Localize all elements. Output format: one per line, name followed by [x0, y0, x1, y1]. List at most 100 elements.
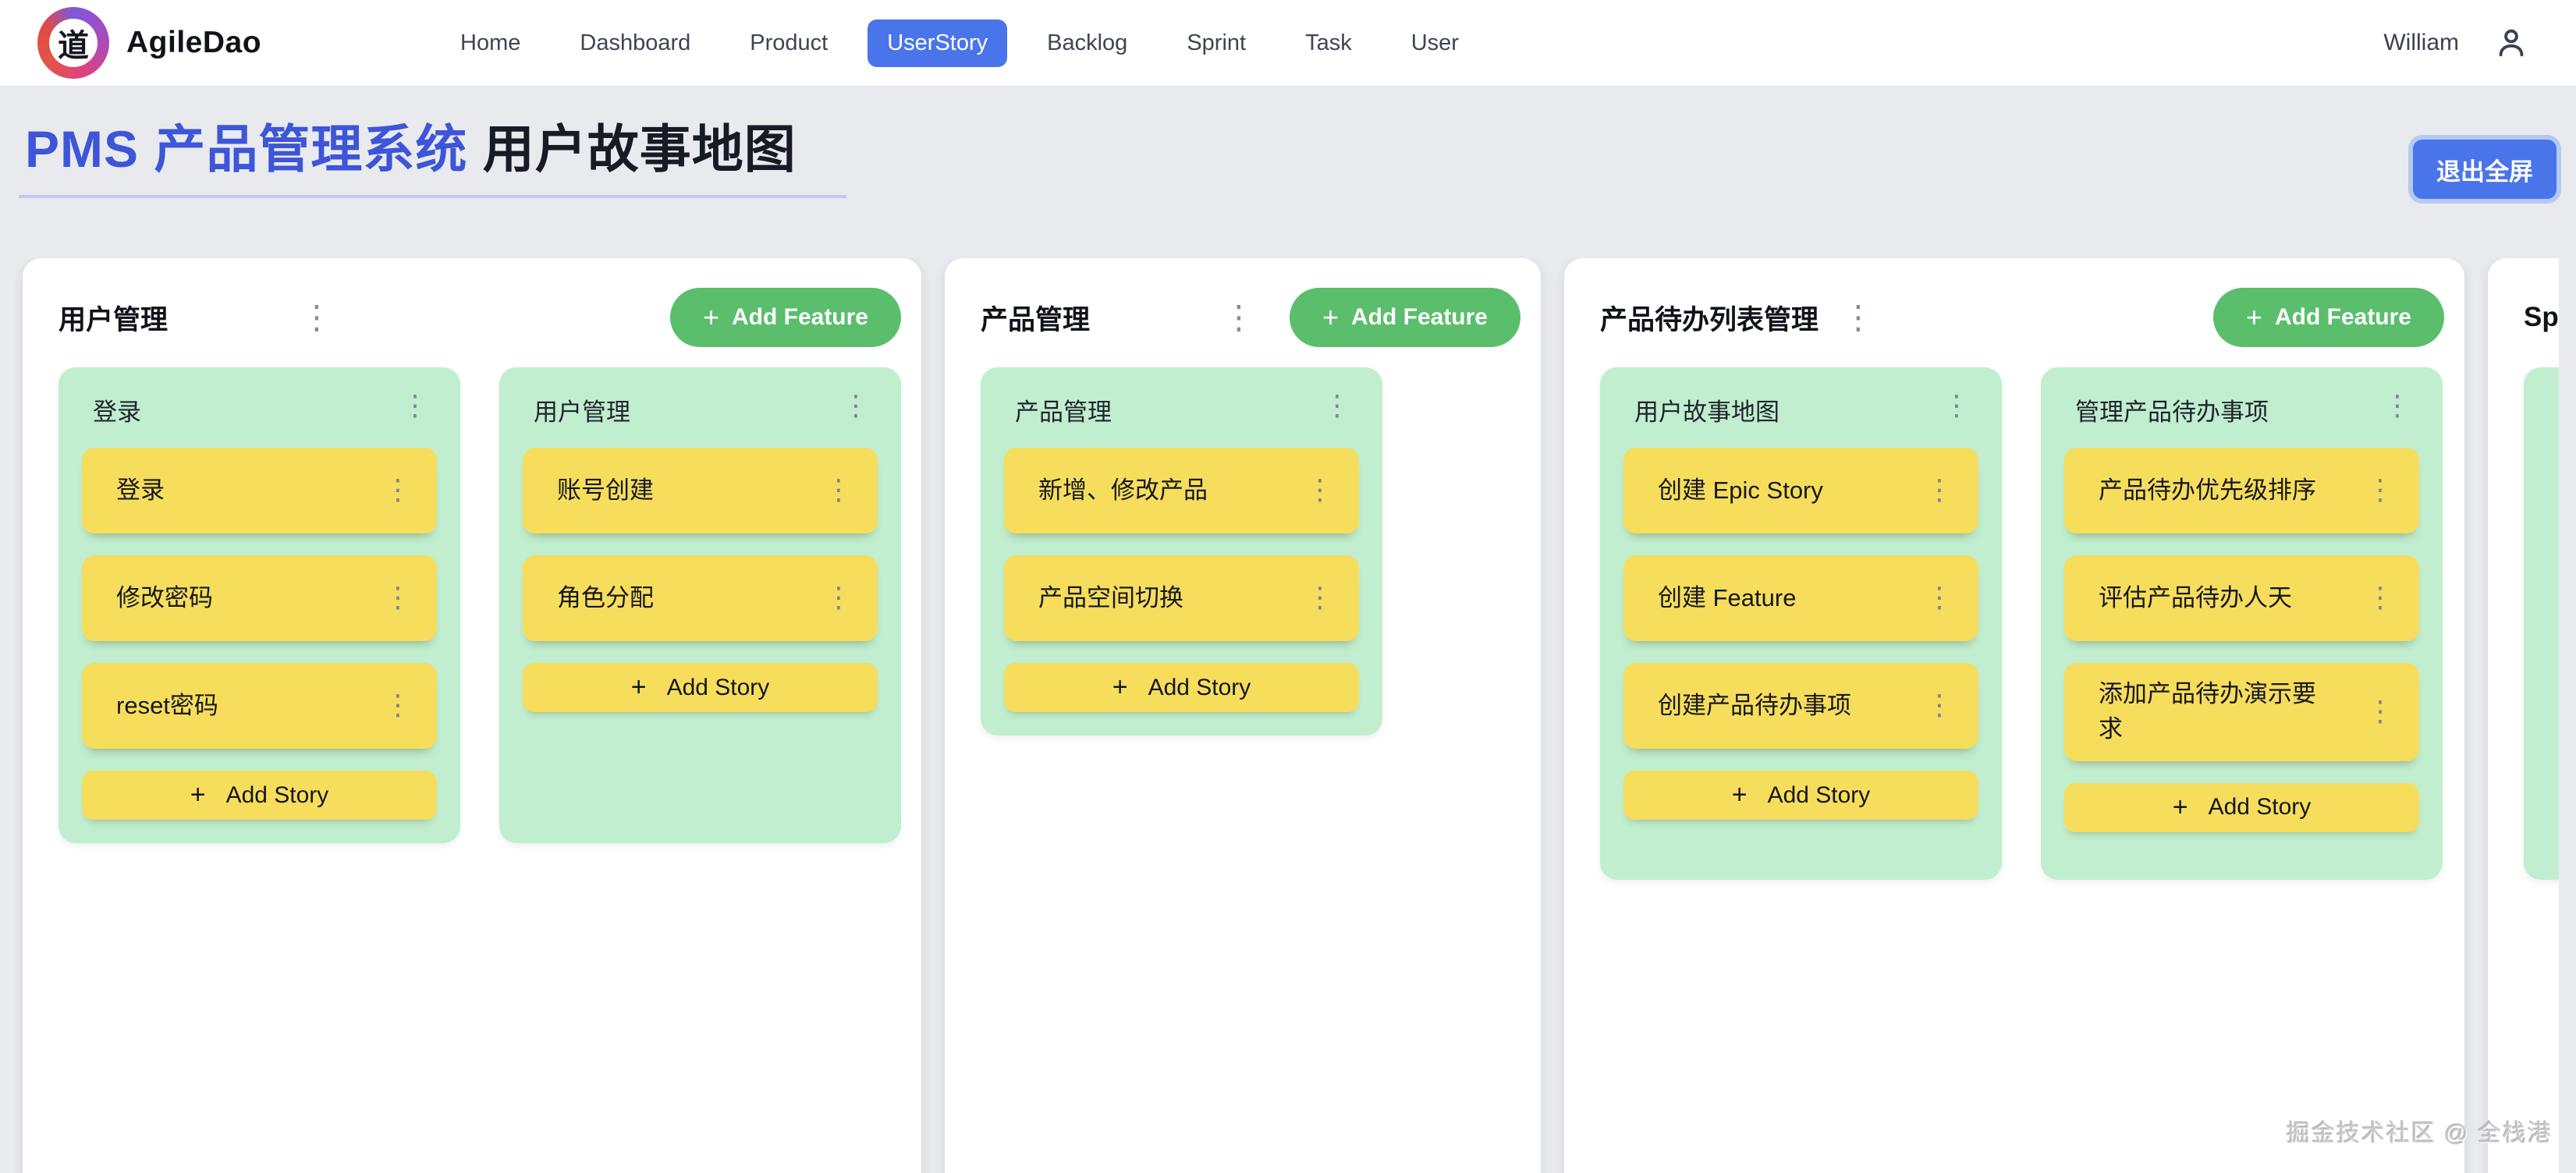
- story-kebab-menu-icon[interactable]: ⋮: [1925, 474, 1953, 506]
- stories-list: 创建 Epic Story ⋮ 创建 Feature ⋮ 创建产品待办事项 ⋮ …: [1623, 448, 1978, 820]
- add-feature-button[interactable]: + Add Feature: [669, 288, 901, 347]
- add-story-button[interactable]: + Add Story: [1623, 771, 1978, 820]
- story-card[interactable]: 创建 Feature ⋮: [1623, 555, 1978, 641]
- add-story-button[interactable]: + Add Story: [1004, 663, 1359, 712]
- story-map-board: 用户管理 ⋮ + Add Feature 登录 ⋮ 登录 ⋮ 修改密码 ⋮ re…: [0, 258, 2559, 1173]
- story-card[interactable]: 新增、修改产品 ⋮: [1004, 448, 1359, 533]
- nav-item-dashboard[interactable]: Dashboard: [560, 19, 710, 67]
- board-clip: 用户管理 ⋮ + Add Feature 登录 ⋮ 登录 ⋮ 修改密码 ⋮ re…: [0, 258, 2559, 1173]
- story-title: 评估产品待办人天: [2099, 583, 2292, 611]
- nav-item-sprint[interactable]: Sprint: [1167, 19, 1265, 67]
- feature-group: ⋮: [2524, 367, 2559, 880]
- stories-list: 新增、修改产品 ⋮ 产品空间切换 ⋮ + Add Story: [1004, 448, 1359, 712]
- brand[interactable]: 道 AgileDao: [37, 7, 261, 79]
- feature-group: 用户管理 ⋮ 账号创建 ⋮ 角色分配 ⋮ + Add Story: [499, 367, 901, 843]
- page-title-secondary: 用户故事地图: [482, 120, 797, 178]
- story-card[interactable]: 评估产品待办人天 ⋮: [2064, 555, 2419, 641]
- story-card[interactable]: 角色分配 ⋮: [523, 555, 878, 641]
- add-feature-label: Add Feature: [1350, 304, 1488, 330]
- story-card[interactable]: 产品待办优先级排序 ⋮: [2064, 448, 2419, 533]
- epic-header: 产品待办列表管理 ⋮ + Add Feature: [1600, 288, 2444, 347]
- story-card[interactable]: 登录 ⋮: [82, 448, 437, 533]
- story-kebab-menu-icon[interactable]: ⋮: [2366, 474, 2394, 506]
- epic-card: 产品待办列表管理 ⋮ + Add Feature 用户故事地图 ⋮ 创建 Epi…: [1564, 258, 2464, 1173]
- epic-kebab-menu-icon[interactable]: ⋮: [1222, 298, 1255, 336]
- story-kebab-menu-icon[interactable]: ⋮: [1925, 582, 1953, 614]
- nav-item-product[interactable]: Product: [730, 19, 847, 67]
- feature-header: 产品管理 ⋮: [1004, 385, 1359, 427]
- story-card[interactable]: 创建产品待办事项 ⋮: [1623, 663, 1978, 749]
- add-story-button[interactable]: + Add Story: [2064, 782, 2419, 832]
- epic-header: Sp ⋮ + Add Feature: [2524, 288, 2559, 347]
- story-card[interactable]: reset密码 ⋮: [82, 663, 437, 749]
- epic-title: 用户管理: [59, 304, 169, 335]
- add-story-label: Add Story: [666, 674, 770, 700]
- feature-header: 登录 ⋮: [82, 385, 437, 427]
- story-kebab-menu-icon[interactable]: ⋮: [1306, 582, 1334, 614]
- feature-kebab-menu-icon[interactable]: ⋮: [401, 390, 429, 422]
- story-kebab-menu-icon[interactable]: ⋮: [1306, 474, 1334, 506]
- nav-item-task[interactable]: Task: [1286, 19, 1371, 67]
- story-kebab-menu-icon[interactable]: ⋮: [384, 474, 412, 506]
- feature-header: 用户管理 ⋮: [523, 385, 878, 427]
- story-kebab-menu-icon[interactable]: ⋮: [1925, 689, 1953, 721]
- story-card[interactable]: 创建 Epic Story ⋮: [1623, 448, 1978, 533]
- page-title-primary: PMS 产品管理系统: [25, 120, 468, 178]
- story-kebab-menu-icon[interactable]: ⋮: [825, 474, 853, 506]
- story-kebab-menu-icon[interactable]: ⋮: [384, 689, 412, 721]
- story-card[interactable]: 产品空间切换 ⋮: [1004, 555, 1359, 641]
- feature-kebab-menu-icon[interactable]: ⋮: [1323, 390, 1351, 422]
- navbar: 道 AgileDao Home Dashboard Product UserStory…: [0, 0, 2576, 87]
- story-title: 产品待办优先级排序: [2099, 476, 2316, 504]
- plus-icon: +: [1112, 672, 1128, 702]
- epic-title: 产品待办列表管理: [1600, 304, 1819, 335]
- feature-groups-row: 用户故事地图 ⋮ 创建 Epic Story ⋮ 创建 Feature ⋮ 创建…: [1600, 367, 2444, 880]
- add-feature-button[interactable]: + Add Feature: [1289, 288, 1520, 347]
- feature-title: 登录: [93, 399, 141, 426]
- nav-item-userstory[interactable]: UserStory: [868, 19, 1008, 67]
- feature-title: 用户故事地图: [1634, 399, 1779, 426]
- feature-title: 管理产品待办事项: [2075, 399, 2269, 426]
- feature-header: 用户故事地图 ⋮: [1623, 385, 1978, 427]
- feature-header: 管理产品待办事项 ⋮: [2064, 385, 2419, 427]
- epic-kebab-menu-icon[interactable]: ⋮: [300, 298, 333, 336]
- plus-icon: +: [190, 780, 206, 810]
- page-title: PMS 产品管理系统 用户故事地图: [19, 120, 846, 198]
- logo-character: 道: [49, 19, 98, 67]
- plus-icon: +: [2172, 792, 2188, 822]
- story-kebab-menu-icon[interactable]: ⋮: [2366, 695, 2394, 728]
- exit-fullscreen-button[interactable]: 退出全屏: [2413, 140, 2556, 199]
- plus-icon: +: [630, 672, 647, 702]
- feature-title: 用户管理: [534, 399, 630, 426]
- add-feature-label: Add Feature: [731, 304, 868, 330]
- story-card[interactable]: 添加产品待办演示要求 ⋮: [2064, 663, 2419, 761]
- feature-kebab-menu-icon[interactable]: ⋮: [2383, 390, 2411, 422]
- story-title: reset密码: [116, 691, 218, 719]
- add-story-button[interactable]: + Add Story: [523, 663, 878, 712]
- story-title: 创建 Epic Story: [1658, 476, 1823, 504]
- story-kebab-menu-icon[interactable]: ⋮: [2366, 582, 2394, 614]
- story-title: 登录: [116, 476, 165, 504]
- feature-header: ⋮: [2547, 385, 2559, 420]
- add-story-button[interactable]: + Add Story: [82, 771, 437, 820]
- user-profile-icon[interactable]: [2493, 25, 2529, 61]
- feature-group: 用户故事地图 ⋮ 创建 Epic Story ⋮ 创建 Feature ⋮ 创建…: [1600, 367, 2002, 880]
- add-story-label: Add Story: [1148, 674, 1251, 700]
- brand-name: AgileDao: [126, 26, 262, 59]
- add-story-label: Add Story: [225, 781, 329, 808]
- nav-item-backlog[interactable]: Backlog: [1027, 19, 1147, 67]
- feature-kebab-menu-icon[interactable]: ⋮: [842, 390, 870, 422]
- story-card[interactable]: 修改密码 ⋮: [82, 555, 437, 641]
- story-kebab-menu-icon[interactable]: ⋮: [825, 582, 853, 614]
- story-card[interactable]: 账号创建 ⋮: [523, 448, 878, 533]
- epic-kebab-menu-icon[interactable]: ⋮: [1842, 298, 1875, 336]
- add-feature-button[interactable]: + Add Feature: [2212, 288, 2444, 347]
- add-story-label: Add Story: [1767, 781, 1871, 808]
- add-feature-label: Add Feature: [2274, 304, 2411, 330]
- nav-menu: Home Dashboard Product UserStory Backlog Spri…: [441, 19, 1478, 67]
- feature-kebab-menu-icon[interactable]: ⋮: [1943, 390, 1971, 422]
- story-kebab-menu-icon[interactable]: ⋮: [384, 582, 412, 614]
- story-title: 账号创建: [557, 476, 654, 504]
- nav-item-home[interactable]: Home: [441, 19, 540, 67]
- nav-item-user[interactable]: User: [1392, 19, 1478, 67]
